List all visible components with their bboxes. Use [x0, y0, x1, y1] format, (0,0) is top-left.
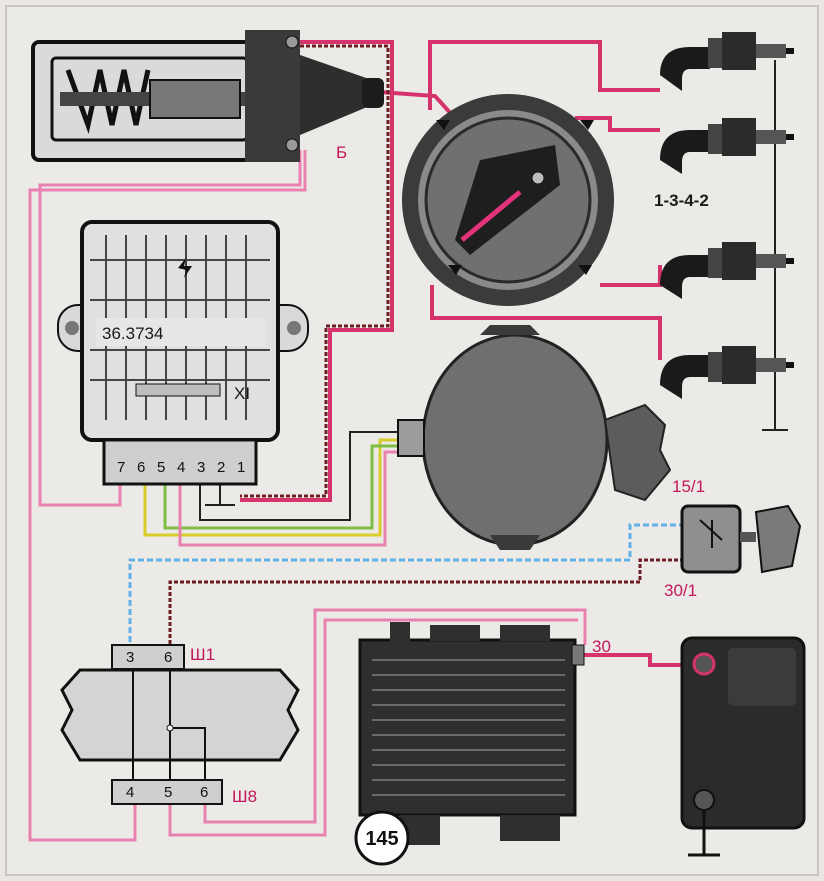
- generator-terminal-label: 30: [592, 637, 611, 656]
- coil-cap: [245, 30, 300, 162]
- generator-tab-2: [430, 625, 480, 641]
- coil-secondary-winding: [149, 79, 241, 119]
- generator-fins: [372, 659, 565, 796]
- battery: [680, 636, 806, 857]
- cap-clip-2: [580, 120, 594, 130]
- module-pin: 3: [197, 459, 205, 476]
- ignition-switch: 15/1 30/1: [664, 477, 802, 600]
- spark-plug-3: [660, 242, 794, 299]
- cap-clip-1: [436, 120, 450, 130]
- figure-number-badge: 145: [354, 810, 410, 866]
- generator-body: [358, 638, 577, 817]
- wire-relay-6-to-generator: [203, 608, 587, 824]
- switch-label-30-1: 30/1: [664, 581, 697, 600]
- relay-top-pin: 6: [164, 649, 172, 666]
- module-connector-label: XI: [234, 384, 250, 403]
- ignition-coil: Б: [31, 30, 384, 162]
- module-pin: 7: [117, 459, 125, 476]
- wire-coil-b: [240, 40, 394, 502]
- relay-bottom-connector: [111, 779, 223, 805]
- generator-terminal-30: [571, 644, 585, 666]
- key-shaft: [740, 532, 756, 542]
- relay-bottom-connector-label: Ш8: [232, 787, 257, 806]
- rotor-screw: [531, 171, 545, 185]
- relay-top-pin: 3: [126, 649, 134, 666]
- module-pin: 1: [237, 459, 245, 476]
- module-ground: [205, 485, 235, 506]
- wire-sensor-yellow: [143, 438, 400, 537]
- wire-coil-to-relay-4: [28, 150, 307, 842]
- relay-housing: [60, 668, 300, 762]
- relay-bottom-pin: 4: [126, 784, 134, 801]
- coil-winding: [65, 69, 151, 134]
- wire-relay-5: [168, 618, 578, 837]
- relay-top-connector: [111, 644, 185, 670]
- wire-coil-to-module-7: [38, 150, 302, 507]
- generator-foot-2: [500, 815, 560, 841]
- wire-sensor-pink: [178, 450, 400, 547]
- switch-label-15-1: 15/1: [672, 477, 705, 496]
- module-pin: 2: [217, 459, 225, 476]
- spark-plug-2: [660, 118, 794, 174]
- hall-sensor-connector: [397, 419, 425, 457]
- firing-order: 1-3-4-2: [654, 191, 709, 210]
- module-pin: 5: [157, 459, 165, 476]
- relay-bottom-pin: 5: [164, 784, 172, 801]
- module-pin-header: [102, 438, 258, 486]
- relay-junction-node: [166, 724, 174, 732]
- spark-plugs: 1-3-4-2: [654, 32, 794, 399]
- coil-terminal-k: [285, 138, 299, 152]
- plug-lead-2: [575, 116, 660, 132]
- generator: 30: [358, 622, 611, 845]
- wire-generator-to-battery: [580, 653, 700, 667]
- figure-number: 145: [365, 828, 398, 850]
- distributor-shaft: [490, 535, 540, 550]
- switch-contact-icon: [699, 519, 723, 548]
- module-pin: 4: [177, 459, 185, 476]
- module-part-number: 36.3734: [102, 324, 163, 343]
- module-pin: 6: [137, 459, 145, 476]
- battery-ground: [688, 810, 720, 857]
- cap-clip-4: [578, 265, 592, 275]
- coil-tower: [300, 55, 372, 135]
- figure-number-circle: [354, 810, 410, 866]
- module-hole-left: [65, 321, 79, 335]
- battery-positive-terminal: [692, 652, 716, 676]
- module-label-band: [96, 318, 266, 346]
- generator-tab-1: [390, 622, 410, 642]
- coil-terminal-label: Б: [336, 143, 347, 162]
- ignition-module: 36.3734 XI 7 6 5 4 3 2 1: [57, 220, 309, 486]
- spark-plug-4: [660, 346, 794, 399]
- relay-bottom-pin: 6: [200, 784, 208, 801]
- distributor: [402, 94, 614, 306]
- rotor-contact: [460, 190, 522, 242]
- distributor-body: [397, 325, 672, 550]
- wire-coil-b-dark: [240, 44, 390, 498]
- module-pins: 7 6 5 4 3 2 1: [117, 459, 245, 476]
- coil-terminal-b: [285, 35, 299, 49]
- spark-plug-1: [660, 32, 794, 91]
- relay-block: 3 6 Ш1 4 5 6 Ш8: [60, 644, 300, 806]
- relay-top-connector-label: Ш1: [190, 645, 215, 664]
- wire-30-1: [168, 558, 690, 645]
- cap-clip-3: [448, 265, 462, 275]
- wire-sensor-black: [199, 431, 400, 521]
- plug-lead-1: [428, 40, 660, 110]
- module-connector-slot: [135, 383, 221, 397]
- distributor-housing: [421, 333, 609, 547]
- key-icon: [754, 504, 802, 574]
- module-hole-right: [287, 321, 301, 335]
- battery-negative-terminal: [693, 789, 715, 811]
- wire-15-1: [128, 523, 685, 645]
- battery-top-panel: [728, 648, 796, 706]
- plug-lead-4: [430, 285, 662, 360]
- distributor-flange: [603, 403, 672, 502]
- coil-hv-terminal: [362, 78, 384, 108]
- generator-tab-3: [500, 625, 550, 641]
- distributor-top-lip: [480, 325, 540, 335]
- high-voltage-icon: [178, 258, 192, 278]
- wire-sensor-green: [163, 444, 400, 530]
